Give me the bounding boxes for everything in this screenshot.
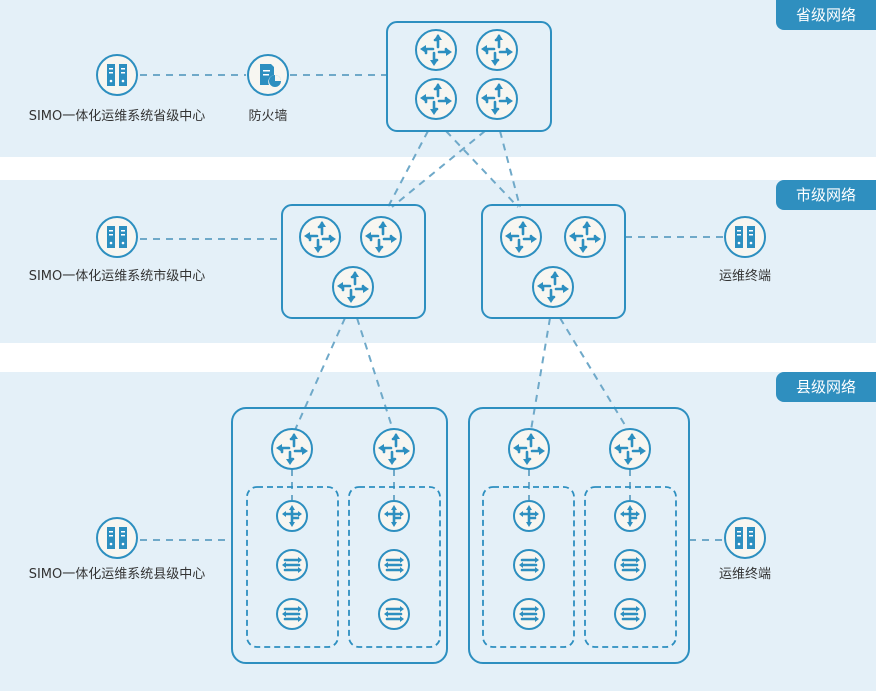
layer3-switch-icon <box>377 499 411 533</box>
access-group <box>246 486 339 648</box>
city-center-label: SIMO一体化运维系统市级中心 <box>29 268 206 284</box>
link-city-county <box>356 317 394 431</box>
layer3-switch-icon <box>512 499 546 533</box>
links <box>140 74 724 541</box>
switch-icon <box>275 548 309 582</box>
router-icon <box>608 427 652 471</box>
switch-icon <box>512 597 546 631</box>
county-group-right <box>468 407 690 664</box>
city-tag-label: 市级网络 <box>796 186 856 204</box>
switch-icon <box>512 548 546 582</box>
link-core-city <box>499 130 521 208</box>
switch-icon <box>613 597 647 631</box>
router-icon <box>499 215 543 259</box>
link-city-county <box>530 317 551 431</box>
link-core-city <box>445 130 519 208</box>
county-center-label: SIMO一体化运维系统县级中心 <box>29 567 206 582</box>
access-group <box>584 486 677 648</box>
router-icon <box>331 265 375 309</box>
city-terminal-label: 运维终端 <box>719 268 771 284</box>
router-icon <box>270 427 314 471</box>
router-icon <box>475 28 519 72</box>
router-icon <box>475 77 519 121</box>
server-icon <box>96 54 138 96</box>
router-icon <box>507 427 551 471</box>
switch-icon <box>613 548 647 582</box>
city-router-group-right <box>481 204 626 319</box>
province-core-group <box>386 21 552 132</box>
province-tag-label: 省级网络 <box>796 6 856 24</box>
firewall-icon <box>247 54 289 96</box>
city-tag: 市级网络 <box>776 180 876 210</box>
province-center-label: SIMO一体化运维系统省级中心 <box>29 109 206 124</box>
province-tag: 省级网络 <box>776 0 876 30</box>
access-group <box>482 486 575 648</box>
link-city-county <box>559 317 629 431</box>
county-tag: 县级网络 <box>776 372 876 402</box>
layer3-switch-icon <box>275 499 309 533</box>
county-terminal-label: 运维终端 <box>719 566 771 582</box>
router-icon <box>414 77 458 121</box>
link-core-city <box>387 130 429 208</box>
server-icon <box>96 216 138 258</box>
access-group <box>348 486 441 648</box>
router-icon <box>359 215 403 259</box>
router-icon <box>563 215 607 259</box>
city-router-group-left <box>281 204 426 319</box>
city-network-band <box>0 180 876 343</box>
router-icon <box>372 427 416 471</box>
switch-icon <box>377 597 411 631</box>
router-icon <box>531 265 575 309</box>
firewall-label: 防火墙 <box>248 108 287 124</box>
switch-icon <box>377 548 411 582</box>
server-icon <box>96 517 138 559</box>
switch-icon <box>275 597 309 631</box>
layer3-switch-icon <box>613 499 647 533</box>
county-group-left <box>231 407 448 664</box>
county-tag-label: 县级网络 <box>796 378 856 396</box>
terminal-icon <box>724 216 766 258</box>
terminal-icon <box>724 517 766 559</box>
router-icon <box>414 28 458 72</box>
router-icon <box>298 215 342 259</box>
